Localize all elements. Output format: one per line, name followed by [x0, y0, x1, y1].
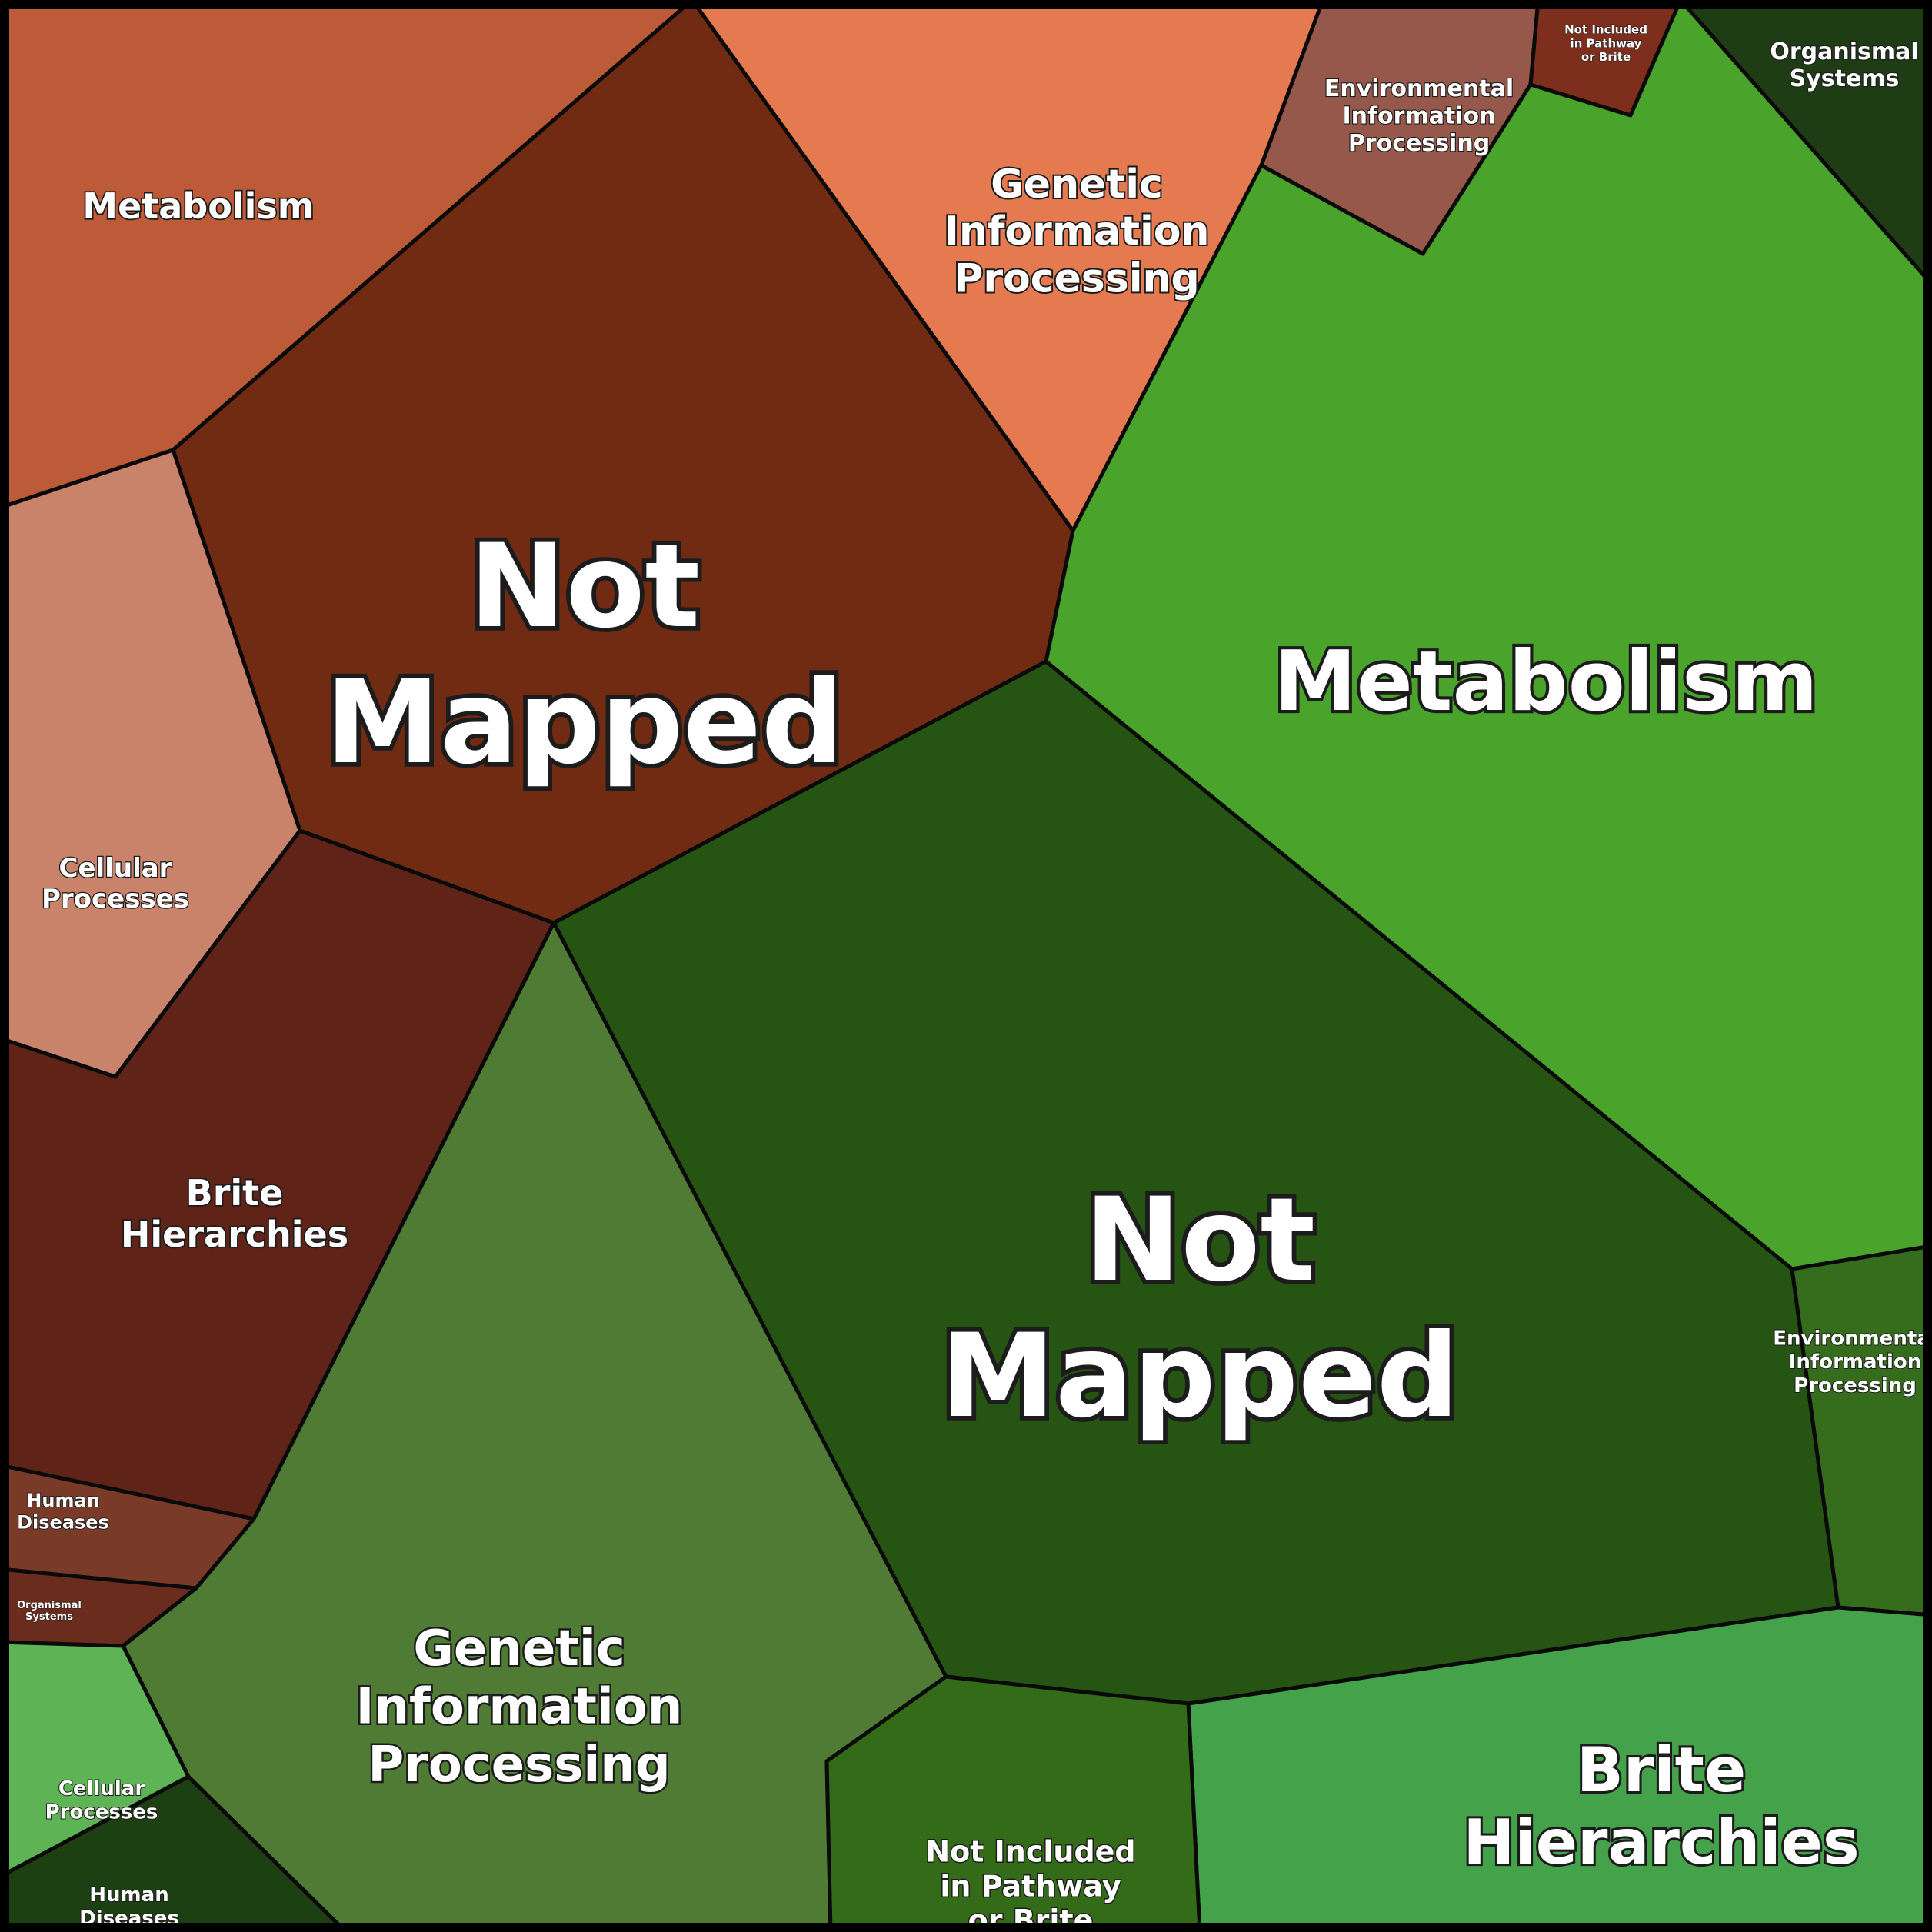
cell-environmental-information-processing-green[interactable] — [1790, 1244, 1932, 1617]
cell-not-included-in-pathway-or-brite-green[interactable] — [824, 1674, 1202, 1932]
cell-human-diseases-green[interactable] — [0, 1774, 348, 1932]
cell-organismal-systems-green[interactable] — [1678, 0, 1932, 287]
